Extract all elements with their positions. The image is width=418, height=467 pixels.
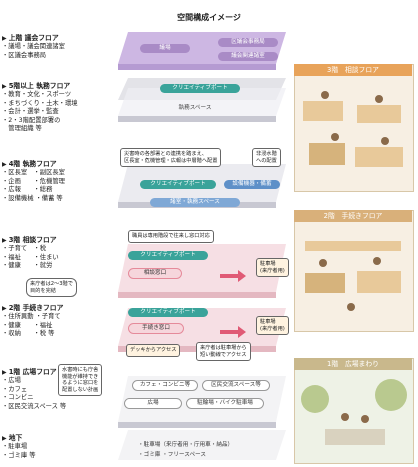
floor-heading: 地下 bbox=[2, 434, 36, 443]
panel-1f-title: 1階 広場まわり bbox=[294, 358, 412, 370]
label-b1-gomi: ・ゴミ庫 ・フリースペース bbox=[138, 452, 206, 458]
floor-item: ・区議会事務局 bbox=[2, 51, 47, 59]
diagram-title: 空間構成イメージ bbox=[177, 13, 241, 22]
floor-item: ・設備機械 ・備蓄 等 bbox=[2, 194, 63, 202]
floor-item: ・広報 ・総務 bbox=[2, 186, 53, 194]
floor-item: ・教育・文化・スポーツ bbox=[2, 91, 72, 99]
floor-item: ・カフェ bbox=[2, 385, 28, 393]
floor-item: ・ゴミ庫 等 bbox=[2, 451, 36, 459]
label-bike: 駐輪場・バイク駐車場 bbox=[186, 398, 264, 409]
floor-item: ・2・3階配置部署の bbox=[2, 116, 61, 124]
floor-item: ・収納 ・税 等 bbox=[2, 330, 55, 338]
floor-block: 5階以上 執務フロア・教育・文化・スポーツ・まちづくり・土木・環境・会計・選挙・… bbox=[2, 82, 78, 133]
floor-heading: 4階 執務フロア bbox=[2, 160, 65, 169]
floor-block: 地下・駐車場・ゴミ庫 等 bbox=[2, 434, 36, 460]
floor-item: ・健康 ・福祉 bbox=[2, 321, 53, 329]
slab-b1 bbox=[118, 430, 286, 460]
floor-item: ・議場・議会関連諸室 bbox=[2, 43, 65, 51]
floor-heading: 5階以上 執務フロア bbox=[2, 82, 78, 91]
label-shitsumu: 執務スペース bbox=[178, 105, 212, 111]
label-creative-3f: クリエイティブポート bbox=[128, 251, 208, 260]
callout-hishin: 非浸水階 への配置 bbox=[252, 148, 281, 168]
label-cafe: カフェ・コンビニ等 bbox=[132, 380, 198, 391]
floor-heading: 3階 相談フロア bbox=[2, 236, 59, 245]
label-creative-2f: クリエイティブポート bbox=[128, 308, 208, 317]
floor-item: ・区民交流スペース 等 bbox=[2, 402, 67, 410]
callout-raicho: 来庁者は2～3階で 目的を完結 bbox=[26, 278, 77, 298]
slab-2f bbox=[118, 308, 286, 346]
floor-item: ・子育て ・税 bbox=[2, 245, 47, 253]
floor-item: ・コンビニ bbox=[2, 394, 34, 402]
callout-parking-2f: 駐車場 (来庁者用) bbox=[256, 316, 289, 336]
panel-3f bbox=[294, 64, 414, 192]
label-tetsuzuki: 手続き窓口 bbox=[128, 323, 184, 334]
floor-item: ・まちづくり・土木・環境 bbox=[2, 99, 78, 107]
label-creative-5f: クリエイティブポート bbox=[160, 84, 240, 93]
callout-saigai: 災害時の各部署との連携を踏まえ、 区長室・危機管理・広報は中層階へ配置 bbox=[120, 148, 222, 168]
floor-item: ・広場 bbox=[2, 377, 21, 385]
callout-short: 来庁者は駐車場から 短い動線でアクセス bbox=[196, 342, 251, 362]
label-gijo: 議場 bbox=[140, 44, 190, 53]
label-kanren: 議会関連諸室 bbox=[218, 52, 278, 61]
panel-2f-title: 2階 手続きフロア bbox=[294, 210, 412, 222]
label-setsubi: 設備機器・備蓄 bbox=[224, 180, 280, 189]
label-koryu: 区民交流スペース等 bbox=[202, 380, 270, 391]
label-soudan: 相談窓口 bbox=[128, 268, 182, 279]
floor-heading: 2階 手続きフロア bbox=[2, 304, 64, 313]
floor-heading: 上階 議会フロア bbox=[2, 34, 65, 43]
floor-item: ・住所異動 ・子育て bbox=[2, 313, 61, 321]
label-shoshitsu: 諸室・執務スペース bbox=[150, 198, 240, 207]
floor-item: ・区長室 ・副区長室 bbox=[2, 169, 65, 177]
callout-shokuin: 職員は専用階段で往来し窓口対応 bbox=[128, 230, 214, 243]
floor-item: ・企画 ・危機管理 bbox=[2, 177, 65, 185]
floor-item: ・駐車場 bbox=[2, 443, 28, 451]
label-hiroba: 広場 bbox=[124, 398, 182, 409]
floor-item: ・福祉 ・住まい bbox=[2, 253, 59, 261]
floor-block: 1階 広場フロア・広場・カフェ・コンビニ・区民交流スペース 等 bbox=[2, 368, 66, 411]
callout-suigai: 水害時にも庁舎 機能が維持でき るように窓口を 配置しない計画 bbox=[58, 364, 103, 397]
panel-1f bbox=[294, 358, 414, 464]
label-jimukyoku: 区議会事務局 bbox=[218, 38, 278, 47]
floor-heading: 1階 広場フロア bbox=[2, 368, 66, 377]
floor-block: 3階 相談フロア・子育て ・税・福祉 ・住まい・健康 ・就労 bbox=[2, 236, 59, 271]
floor-item: 管理組織 等 bbox=[2, 125, 42, 133]
floor-block: 4階 執務フロア・区長室 ・副区長室・企画 ・危機管理・広報 ・総務・設備機械 … bbox=[2, 160, 65, 203]
panel-3f-title: 3階 相談フロア bbox=[294, 64, 412, 76]
panel-2f bbox=[294, 210, 414, 332]
floor-block: 上階 議会フロア・議場・議会関連諸室・区議会事務局 bbox=[2, 34, 65, 60]
label-creative-4f: クリエイティブポート bbox=[140, 180, 216, 189]
floor-item: ・会計・選挙・監査 bbox=[2, 108, 59, 116]
floor-item: ・健康 ・就労 bbox=[2, 262, 53, 270]
label-b1-parking: ・駐車場（来庁者用・庁用車・納品） bbox=[138, 442, 234, 448]
callout-parking-3f: 駐車場 (来庁者用) bbox=[256, 258, 289, 278]
floor-block: 2階 手続きフロア・住所異動 ・子育て・健康 ・福祉・収納 ・税 等 bbox=[2, 304, 63, 339]
callout-deck: デッキからアクセス bbox=[126, 344, 181, 357]
